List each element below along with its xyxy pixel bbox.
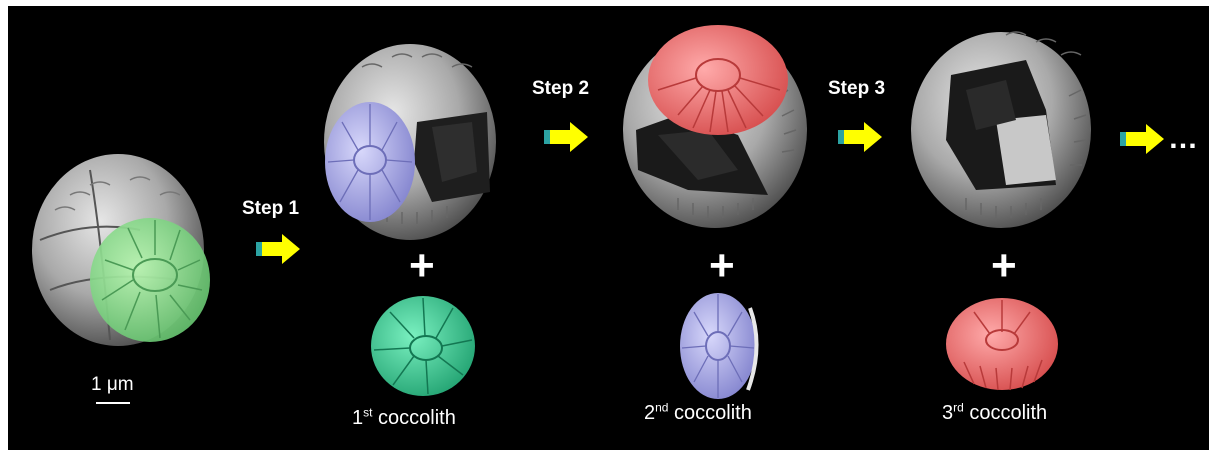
plus-sign-3: + <box>991 244 1017 288</box>
coccolith-red-overlay <box>648 25 788 135</box>
released-coccolith-3 <box>944 292 1062 392</box>
coccolith-green-overlay <box>90 218 210 342</box>
released-coccolith-2 <box>676 290 766 402</box>
arrow-continue <box>1120 124 1164 154</box>
step-2-label: Step 2 <box>532 78 589 100</box>
caption-coccolith-2: 2nd coccolith <box>644 402 752 425</box>
scale-bar-label: 1 μm <box>91 374 134 396</box>
caption-coccolith-3: 3rd coccolith <box>942 402 1047 425</box>
caption-coccolith-1: 1st coccolith <box>352 407 456 430</box>
arrow-step-3 <box>838 122 882 152</box>
scale-bar <box>96 402 130 404</box>
plus-sign-2: + <box>709 244 735 288</box>
diagram-canvas: … Step 1 Step 2 Step 3 + + + <box>8 6 1209 450</box>
coccosphere-step-1 <box>322 42 497 242</box>
continuation-ellipsis: … <box>1168 122 1199 156</box>
coccosphere-step-3 <box>906 20 1096 230</box>
released-coccolith-1 <box>368 290 478 400</box>
arrow-step-2 <box>544 122 588 152</box>
coccolith-violet-overlay <box>325 102 415 222</box>
step-1-label: Step 1 <box>242 198 299 220</box>
coccosphere-initial <box>30 150 210 350</box>
coccosphere-step-2 <box>618 20 813 230</box>
step-3-label: Step 3 <box>828 78 885 100</box>
plus-sign-1: + <box>409 244 435 288</box>
arrow-step-1 <box>256 234 300 264</box>
